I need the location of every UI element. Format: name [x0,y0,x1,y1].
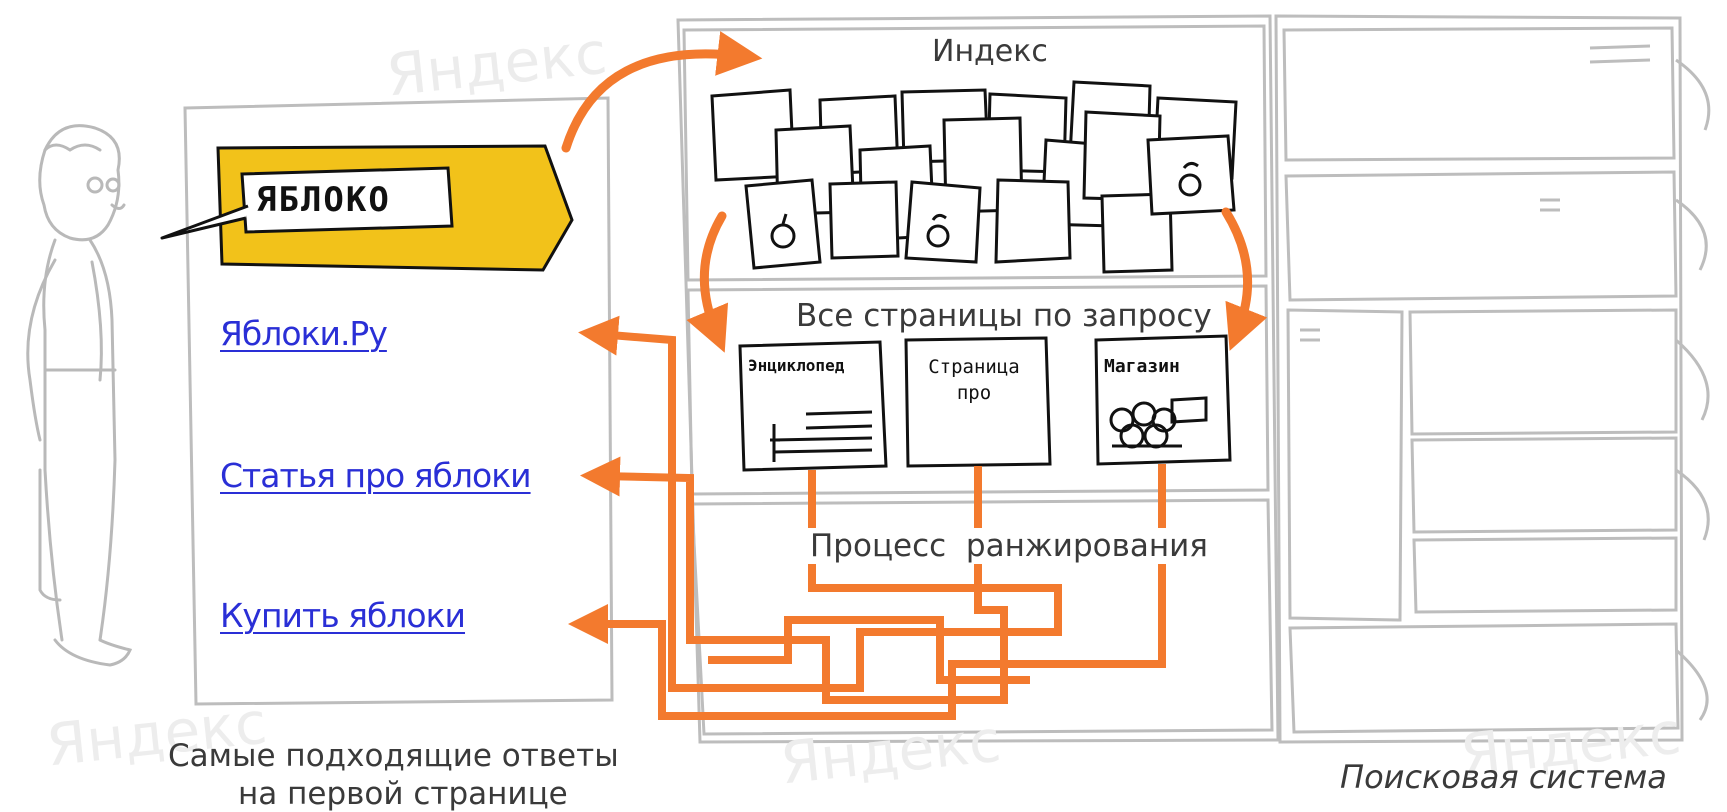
results-page-sketch [183,96,614,706]
doc-card-article [904,336,1052,468]
all-pages-label: Все страницы по запросу [796,298,1212,334]
person-figure [26,124,133,667]
doc-card-shop [1094,334,1232,466]
search-system-label: Поисковая система [1340,758,1667,796]
index-document-stack [710,80,1238,274]
doc-card-shop-title: Магазин [1104,356,1180,377]
orange-arrows [561,31,1268,353]
results-caption-line-2: на первой странице [238,776,568,812]
index-to-pages-arrow-right [1221,207,1268,351]
index-label: Индекс [932,34,1048,69]
search-query-text: ЯБЛОКО [256,180,391,220]
doc-card-article-title: Страница про [928,356,1020,404]
result-link-3[interactable]: Купить яблоки [220,596,466,635]
result-link-2[interactable]: Статья про яблоки [220,456,532,495]
result-link-1[interactable]: Яблоки.Ру [220,314,388,353]
query-to-index-arrow [561,31,763,153]
results-caption-line-1: Самые подходящие ответы [168,738,619,774]
index-to-pages-arrow-left [686,211,729,353]
query-tag [160,144,574,272]
document-details [770,396,1208,462]
ranking-label: Процесс ранжирования [806,528,1212,564]
ranking-pipes [568,315,1166,720]
doc-card-encyclopedia-title: Энциклопед [748,356,845,375]
